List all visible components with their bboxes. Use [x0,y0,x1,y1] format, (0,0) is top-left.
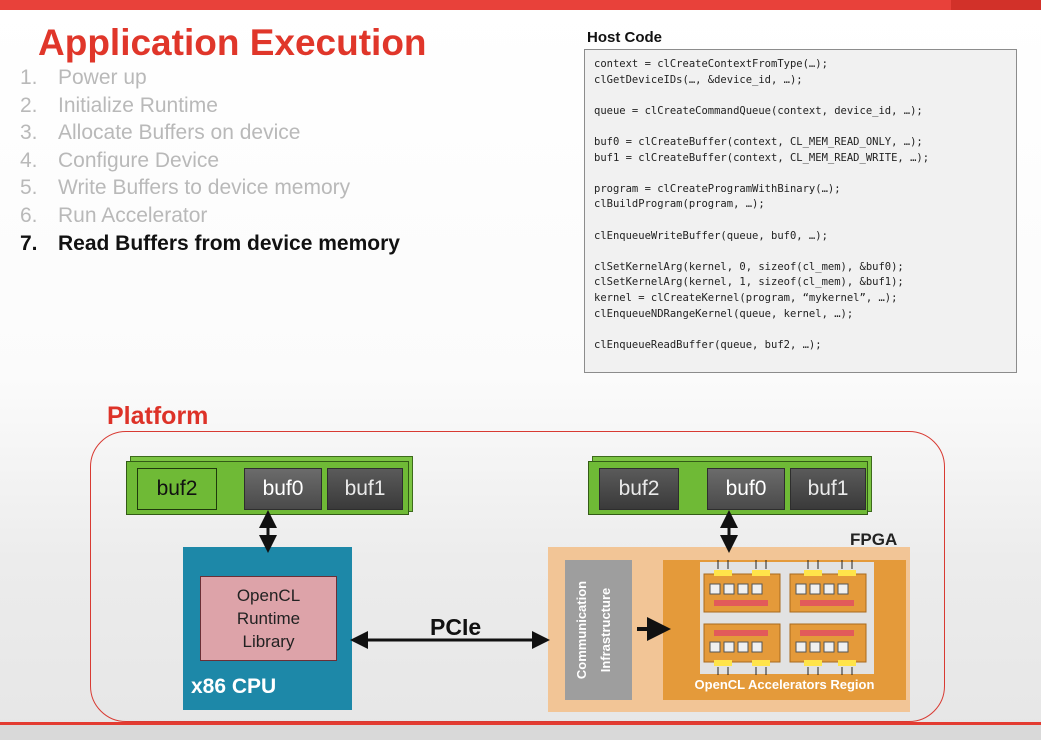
device-buf0: buf0 [707,468,785,510]
code-line: clEnqueueReadBuffer(queue, buf2, …); [594,338,822,351]
runtime-line: OpenCL [236,586,301,605]
accelerator-block-4 [789,623,867,666]
step-number: 5. [20,176,38,200]
step-label: Allocate Buffers on device [58,121,301,145]
accelerator-io-ticks [717,560,853,675]
device-buf2: buf2 [599,468,679,510]
step-number: 1. [20,66,38,89]
platform-boundary [90,431,945,722]
code-line: clGetDeviceIDs(…, &device_id, …); [594,73,803,86]
code-line: context = clCreateContextFromType(…); [594,58,828,70]
code-line: clSetKernelArg(kernel, 1, sizeof(cl_mem)… [594,276,904,289]
bottom-accent-line [0,722,1041,725]
code-line: clEnqueueNDRangeKernel(queue, kernel, …)… [594,307,854,320]
comm-line: Communication [574,581,589,679]
step-label: Read Buffers from device memory [58,231,400,255]
step-label: Configure Device [58,148,220,172]
step-number: 7. [20,231,38,255]
accelerator-block-1 [703,570,781,613]
runtime-line: Runtime [236,609,301,628]
step-number: 2. [20,93,38,117]
host-buf1: buf1 [327,468,403,510]
comm-line: Infrastructure [598,588,613,673]
device-buf1: buf1 [790,468,866,510]
host-buf2: buf2 [137,468,217,510]
code-line: program = clCreateProgramWithBinary(…); [594,182,841,195]
accelerator-blocks [703,560,867,675]
communication-infrastructure-label: Communication Infrastructure [574,581,613,679]
code-line: buf0 = clCreateBuffer(context, CL_MEM_RE… [594,135,923,148]
step-number: 6. [20,203,38,227]
step-number: 3. [20,121,38,145]
cpu-label: x86 CPU [191,675,277,698]
slide-title: Application Execution [38,22,427,63]
host-code-box: context = clCreateContextFromType(…); clG… [584,49,1017,373]
fpga-label: FPGA [850,530,898,549]
code-line: clBuildProgram(program, …); [594,198,765,211]
step-label: Power up [58,66,147,89]
bottom-band [0,725,1041,740]
host-code-listing: context = clCreateContextFromType(…); clG… [594,57,929,353]
code-line: buf1 = clCreateBuffer(context, CL_MEM_RE… [594,151,930,164]
platform-title: Platform [107,402,209,430]
opencl-runtime-library: OpenCL Runtime Library [200,576,337,661]
step-number: 4. [20,148,38,172]
code-line: clEnqueueWriteBuffer(queue, buf0, …); [594,229,828,242]
code-line: kernel = clCreateKernel(program, “mykern… [594,291,898,304]
accelerator-block-2 [789,570,867,613]
runtime-line: Library [242,632,295,651]
communication-infrastructure [565,560,632,700]
code-line: clSetKernelArg(kernel, 0, sizeof(cl_mem)… [594,260,904,273]
accelerators-region-label: OpenCL Accelerators Region [694,677,875,692]
top-accent-bar [0,0,1041,10]
top-accent-corner [951,0,1041,10]
host-buf0: buf0 [244,468,322,510]
accelerator-block-3 [703,623,781,666]
step-label: Initialize Runtime [58,93,218,117]
code-line: queue = clCreateCommandQueue(context, de… [594,104,923,117]
step-label: Run Accelerator [58,203,208,227]
step-label: Write Buffers to device memory [58,176,351,200]
host-code-title: Host Code [587,29,662,46]
